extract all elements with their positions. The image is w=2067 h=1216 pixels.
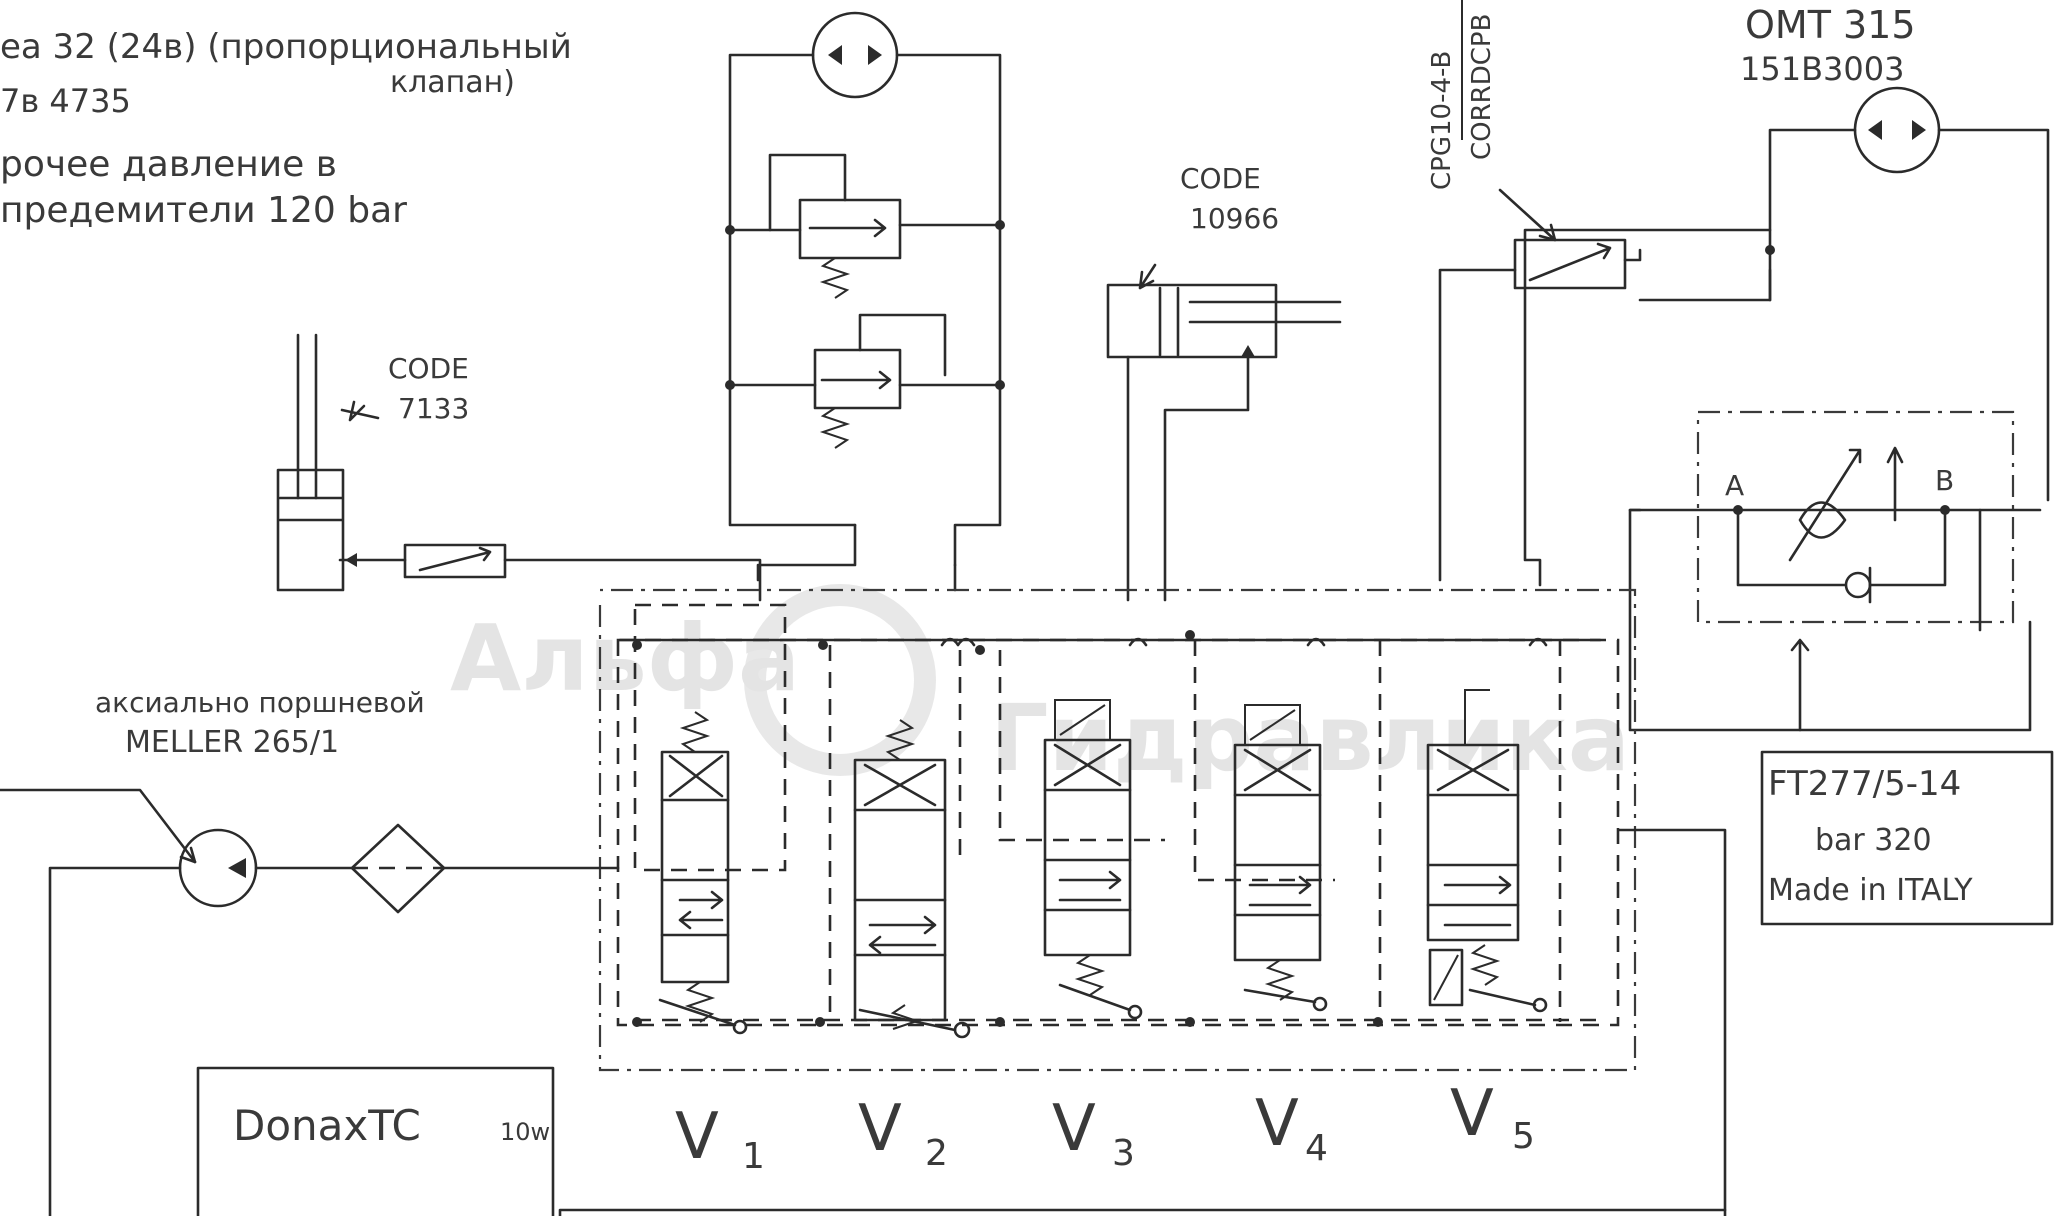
v5-lever — [1468, 988, 1537, 1007]
svg-text:5: 5 — [1512, 1116, 1535, 1157]
motor-arrow-left — [828, 45, 842, 65]
v5-spring-bottom — [1469, 944, 1501, 986]
section-v3 — [998, 650, 1165, 1020]
v2-spool — [853, 758, 947, 1022]
note-line1: ea 32 (24в) (пропорциональный — [0, 27, 572, 67]
svg-text:V: V — [1450, 1077, 1494, 1151]
motor-arrow-right — [868, 45, 882, 65]
watermark-line2: Гидравлика — [990, 685, 1630, 792]
ft277-throttle — [1798, 501, 1847, 539]
pointer-arrow-7133 — [348, 400, 366, 422]
v1-lever — [658, 998, 737, 1027]
section-labels: V 1 V 2 V 3 V 4 V 5 — [675, 1077, 1535, 1177]
v2-lever — [858, 1008, 957, 1032]
note-line4: предемители 120 bar — [0, 190, 407, 231]
watermark: Альфа Гидравлика — [450, 584, 1630, 792]
right-motor-circuit: OMT 315 151B3003 CPG10-4-B CORRDCPB — [1427, 0, 2050, 587]
pointer-arrow-10966 — [1138, 263, 1157, 290]
hydraulic-motor-top — [811, 11, 899, 99]
port-a-label: A — [1725, 469, 1744, 502]
svg-text:2: 2 — [925, 1133, 948, 1174]
v1-spring-top — [679, 711, 711, 753]
cylinder1-code: 7133 — [398, 392, 469, 425]
motor-model: OMT 315 — [1745, 3, 1916, 47]
oil-tank — [196, 1066, 555, 1216]
v5-spool — [1426, 743, 1520, 942]
cylinder-body-1 — [276, 468, 345, 592]
relief-valve-1 — [798, 198, 902, 260]
pointer-arrow-pump — [179, 846, 197, 864]
throttle-code-2: CORRDCPB — [1467, 14, 1497, 160]
pump-circuit: аксиально поршневой MELLER 265/1 DonaxTC… — [0, 686, 1727, 1216]
v5-solenoid — [1428, 948, 1464, 1007]
valve-block-ft277: A B FT277/5-14 bar 320 Made in ITALY — [1628, 410, 2054, 926]
v4-lever — [1243, 988, 1317, 1004]
svg-text:V: V — [1255, 1087, 1299, 1161]
valve-block-origin: Made in ITALY — [1768, 873, 1973, 908]
note-line1b: клапан) — [390, 65, 515, 100]
note-line2: 7в 4735 — [0, 82, 131, 120]
svg-text:V: V — [858, 1092, 902, 1166]
top-motor-circuit — [725, 11, 1005, 592]
section-label-v5: V 5 — [1450, 1077, 1535, 1157]
section-v4 — [1193, 640, 1335, 1012]
hydraulic-motor-omt315 — [1853, 86, 1941, 174]
v3-spring-bottom — [1074, 954, 1106, 996]
watermark-line1: Альфа — [450, 605, 800, 712]
throttle-valve-2 — [1513, 238, 1627, 290]
relief-valve-2 — [813, 348, 902, 410]
v4-spring-bottom — [1264, 959, 1296, 1001]
svg-text:1: 1 — [742, 1136, 765, 1177]
note-line3: рочее давление в — [0, 144, 337, 185]
ft277-housing — [1696, 410, 2015, 624]
cylinder-7133: CODE 7133 — [276, 333, 762, 602]
cylinder-piston-2 — [1158, 286, 1180, 357]
section-label-v1: V 1 — [675, 1100, 765, 1177]
svg-text:V: V — [675, 1100, 719, 1174]
section-label-v2: V 2 — [858, 1092, 948, 1174]
valve-block-pressure: bar 320 — [1815, 823, 1932, 858]
cylinder-rod-1 — [296, 333, 318, 500]
section-label-v3: V 3 — [1052, 1092, 1135, 1174]
motor-part: 151B3003 — [1740, 50, 1904, 88]
section-v2 — [828, 645, 971, 1039]
v1-spool — [660, 750, 730, 984]
pump-model: MELLER 265/1 — [125, 725, 339, 760]
v2-spring-top — [884, 719, 916, 761]
v2-spring-bottom — [890, 1004, 921, 1030]
pointer-arrow-ft277 — [1790, 638, 1810, 732]
section-v5 — [1378, 640, 1562, 1022]
relief-spring-1 — [819, 257, 851, 299]
cylinder1-code-label: CODE — [388, 352, 469, 385]
v4-solenoid-top — [1244, 704, 1301, 746]
throttle-code-1: CPG10-4-B — [1427, 51, 1457, 190]
manifold-outline-outer — [598, 588, 1637, 1072]
control-valve-block — [598, 588, 1637, 1072]
svg-text:4: 4 — [1305, 1128, 1328, 1169]
section-label-v4: V 4 — [1255, 1087, 1328, 1169]
section-v1 — [633, 603, 787, 1035]
oil-brand: DonaxTC — [233, 1101, 421, 1150]
cylinder-10966: CODE 10966 — [1106, 162, 1342, 602]
valve-block-code: FT277/5-14 — [1768, 764, 1961, 804]
cylinder2-code: 10966 — [1190, 202, 1279, 235]
ft277-label-box — [1760, 750, 2054, 926]
oil-grade: 10w — [500, 1118, 550, 1146]
svg-text:3: 3 — [1112, 1133, 1135, 1174]
v3-solenoid-top — [1054, 699, 1111, 741]
watermark-logo-ring — [744, 584, 936, 776]
ft277-check-valve — [1844, 571, 1872, 599]
pointer-arrow-throttle — [1498, 188, 1557, 242]
port-b-label: B — [1935, 464, 1954, 497]
relief-spring-2 — [819, 407, 851, 449]
pump-description: аксиально поршневой — [95, 686, 425, 719]
v3-lever — [1058, 983, 1132, 1012]
notes: ea 32 (24в) (пропорциональный клапан) 7в… — [0, 27, 572, 231]
cylinder2-code-label: CODE — [1180, 162, 1261, 195]
cylinder-rod-2 — [1188, 300, 1342, 324]
svg-text:V: V — [1052, 1092, 1096, 1166]
cylinder-piston-1 — [278, 496, 344, 522]
